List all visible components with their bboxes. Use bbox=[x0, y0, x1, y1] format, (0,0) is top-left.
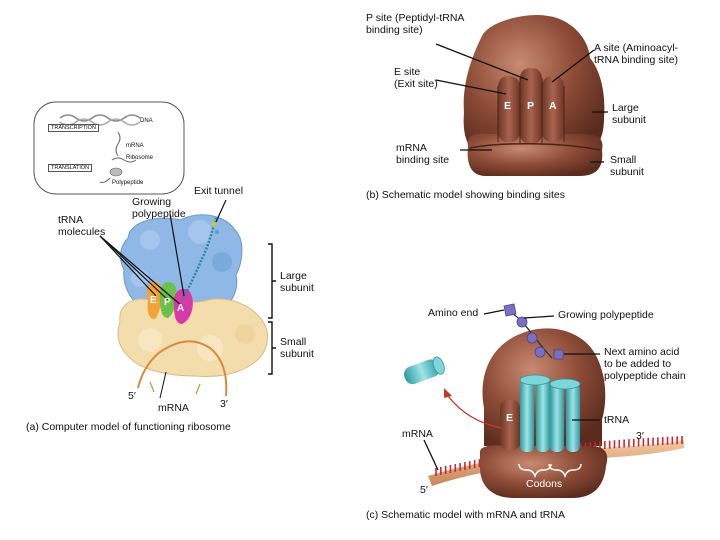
a-site-label: A site (Aminoacyl- tRNA binding site) bbox=[594, 42, 679, 66]
growing-polypeptide-label-c: Growing polypeptide bbox=[558, 309, 654, 321]
ribosome-mrna-trna-model bbox=[404, 303, 684, 498]
site-a-label-a: A bbox=[177, 303, 185, 314]
caption-panel-c: (c) Schematic model with mRNA and tRNA bbox=[366, 509, 565, 521]
mrna-binding-site-label: mRNA binding site bbox=[396, 142, 450, 166]
mrna-label-a: mRNA bbox=[158, 402, 189, 414]
trna-molecules-label: tRNA molecules bbox=[58, 214, 106, 238]
trna-label-c: tRNA bbox=[604, 414, 630, 426]
inset-mrna-label: mRNA bbox=[126, 143, 144, 149]
inset-ribosome-label: Ribosome bbox=[126, 155, 154, 161]
caption-panel-a: (a) Computer model of functioning riboso… bbox=[26, 421, 231, 433]
ribosome-computer-model bbox=[99, 199, 276, 399]
p-site-label: P site (Peptidyl-tRNA binding site) bbox=[366, 12, 465, 36]
central-dogma-inset bbox=[33, 101, 185, 195]
inset-transcription-label: TRANSCRIPTION bbox=[48, 124, 99, 132]
small-subunit-label-b: Small subunit bbox=[610, 154, 644, 178]
small-subunit-label-a: Small subunit bbox=[280, 336, 314, 360]
five-prime-label-a: 5′ bbox=[128, 390, 136, 402]
inset-dna-label: DNA bbox=[140, 118, 153, 124]
mrna-label-c: mRNA bbox=[402, 428, 433, 440]
next-amino-acid-label: Next amino acid to be added to polypepti… bbox=[604, 346, 686, 382]
site-p-label-b: P bbox=[527, 100, 535, 112]
site-p-label-a: P bbox=[164, 297, 171, 308]
e-site-label: E site (Exit site) bbox=[394, 66, 438, 90]
caption-panel-b: (b) Schematic model showing binding site… bbox=[366, 189, 566, 201]
three-prime-label-a: 3′ bbox=[220, 398, 228, 410]
exit-tunnel-label: Exit tunnel bbox=[194, 185, 244, 197]
growing-polypeptide-label-a: Growing polypeptide bbox=[132, 196, 186, 220]
ribosome-binding-sites-model bbox=[435, 14, 608, 176]
amino-end-label: Amino end bbox=[428, 307, 479, 319]
large-subunit-label-a: Large subunit bbox=[280, 270, 314, 294]
codons-label: Codons bbox=[526, 478, 563, 490]
inset-polypeptide-label: Polypeptide bbox=[112, 180, 144, 186]
large-subunit-label-b: Large subunit bbox=[612, 102, 646, 126]
site-a-label-b: A bbox=[549, 100, 557, 112]
five-prime-label-c: 5′ bbox=[420, 484, 428, 496]
three-prime-label-c: 3′ bbox=[636, 430, 644, 442]
site-e-label-c: E bbox=[506, 412, 514, 424]
site-e-label-a: E bbox=[150, 295, 157, 306]
site-e-label-b: E bbox=[504, 100, 512, 112]
inset-translation-label: TRANSLATION bbox=[48, 164, 93, 172]
